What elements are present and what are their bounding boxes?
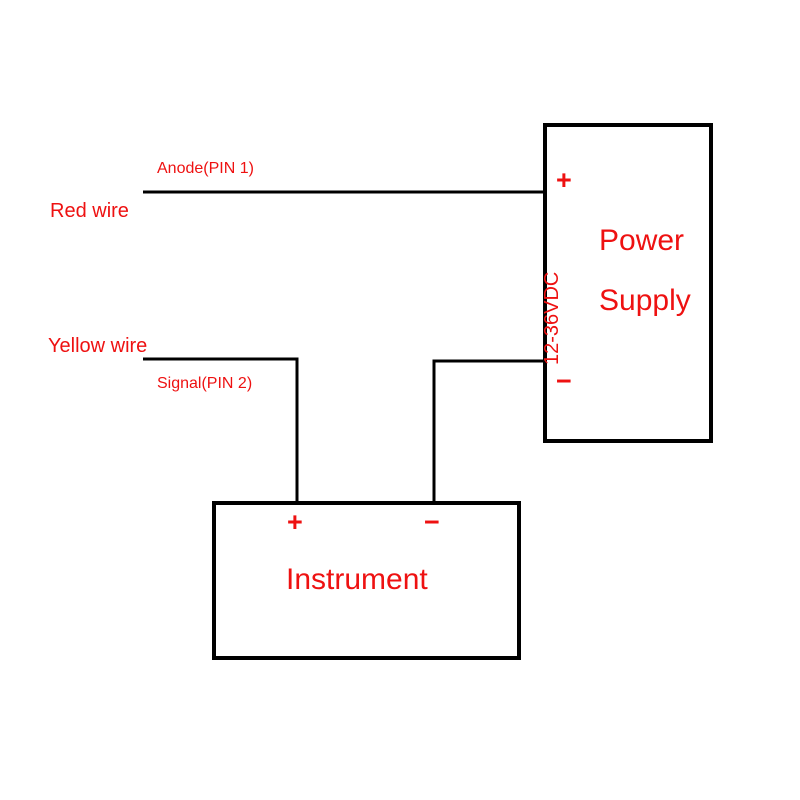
negative-wire-path [432, 359, 546, 504]
signal-pin-label: Signal(PIN 2) [157, 375, 253, 392]
instrument-positive-sign: + [287, 507, 303, 537]
power-supply-title-line1: Power [599, 224, 685, 257]
yellow-wire-path [143, 357, 299, 504]
red-wire-label: Red wire [50, 200, 129, 222]
power-supply-negative-sign: − [556, 366, 572, 396]
power-supply-voltage-label: 12-36VDC [541, 271, 563, 365]
instrument-box [212, 501, 521, 660]
power-supply-box [543, 123, 713, 443]
instrument-negative-sign: − [424, 507, 440, 537]
instrument-title: Instrument [286, 563, 428, 596]
yellow-wire-label: Yellow wire [48, 335, 148, 357]
power-supply-title-line2: Supply [599, 284, 691, 317]
anode-pin-label: Anode(PIN 1) [157, 160, 254, 177]
power-supply-positive-sign: + [556, 165, 572, 195]
